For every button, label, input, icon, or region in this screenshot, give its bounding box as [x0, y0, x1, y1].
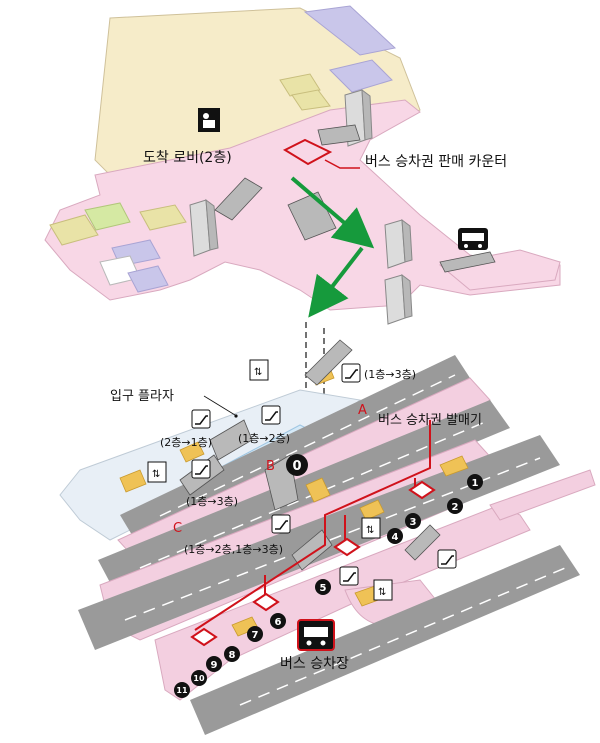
information-icon [198, 108, 220, 132]
escalator-label-2: (2층→1층) [160, 436, 212, 449]
elevator-icon: ⇅ [249, 359, 269, 381]
stop-marker-10: 10 [191, 670, 207, 686]
svg-text:6: 6 [275, 617, 282, 628]
bus-stop-label: 버스 승차장 [280, 656, 349, 672]
escalator-icon [261, 405, 281, 425]
ticket-machine-markers [190, 480, 436, 647]
stop-marker-2: 2 [447, 498, 463, 514]
stop-marker-4: 4 [387, 528, 403, 544]
entrance-plaza-label: 입구 플라자 [110, 389, 174, 404]
elevator-icon: ⇅ [373, 579, 393, 601]
escalator-icon [341, 363, 361, 383]
route-arrow-2 [308, 246, 364, 318]
svg-text:5: 5 [320, 583, 327, 594]
bus-ticket-machine-label: 버스 승차권 발매기 [378, 413, 482, 428]
stop-marker-1: 1 [467, 474, 483, 490]
stop-marker-6: 6 [270, 613, 286, 629]
svg-text:4: 4 [392, 532, 399, 543]
bus-ticket-counter-marker [282, 138, 333, 166]
stop-marker-11: 11 [174, 682, 190, 698]
escalator-label-4: (1층→3층) [186, 495, 238, 508]
svg-text:10: 10 [193, 674, 205, 683]
zone-a-label: A [358, 403, 367, 418]
escalator-label-3: (1층→2층) [238, 432, 290, 445]
road-4 [190, 545, 580, 735]
elevator-icon: ⇅ [147, 461, 167, 483]
svg-text:11: 11 [176, 686, 188, 695]
escalator-label-1: (1층→3층) [364, 368, 416, 381]
svg-text:1: 1 [472, 478, 479, 489]
svg-text:⇅: ⇅ [152, 469, 160, 480]
arrival-lobby-label: 도착 로비(2층) [143, 150, 232, 166]
stop-markers: 0 1 2 3 4 5 6 7 8 9 10 11 [174, 454, 483, 698]
escalator-icon [339, 566, 359, 586]
svg-text:3: 3 [410, 517, 417, 528]
road-1 [120, 355, 470, 540]
escalator-icon [271, 514, 291, 534]
stop-marker-8: 8 [224, 646, 240, 662]
svg-text:8: 8 [229, 650, 236, 661]
svg-text:9: 9 [211, 660, 218, 671]
svg-text:0: 0 [292, 459, 301, 474]
bus-ticket-counter-label: 버스 승차권 판매 카운터 [365, 154, 507, 170]
lower-floor: ⇅ ⇅ ⇅ ⇅ 0 1 [59, 339, 596, 735]
zone-c-label: C [173, 521, 182, 536]
escalator-icon [191, 459, 211, 479]
upper-floor: 도착 로비(2층) 버스 승차권 판매 카운터 [44, 5, 561, 325]
route-arrow-1 [290, 176, 375, 249]
svg-text:2: 2 [452, 502, 459, 513]
svg-text:⇅: ⇅ [378, 587, 386, 598]
road-2 [98, 400, 510, 592]
stop-marker-3: 3 [405, 513, 421, 529]
svg-text:⇅: ⇅ [254, 367, 262, 378]
bus-stop-icon [297, 619, 335, 651]
escalator-icon [191, 409, 211, 429]
stop-marker-9: 9 [206, 656, 222, 672]
escalator-label-5: (1층→2층,1층→3층) [184, 543, 283, 556]
zone-b-label: B [266, 459, 275, 474]
svg-text:7: 7 [252, 630, 259, 641]
stop-marker-0: 0 [286, 454, 308, 476]
elevator-icon: ⇅ [361, 517, 381, 539]
svg-text:⇅: ⇅ [366, 525, 374, 536]
escalator-icon [437, 549, 457, 569]
stop-marker-7: 7 [247, 626, 263, 642]
bus-icon [458, 228, 488, 250]
stop-marker-5: 5 [315, 579, 331, 595]
